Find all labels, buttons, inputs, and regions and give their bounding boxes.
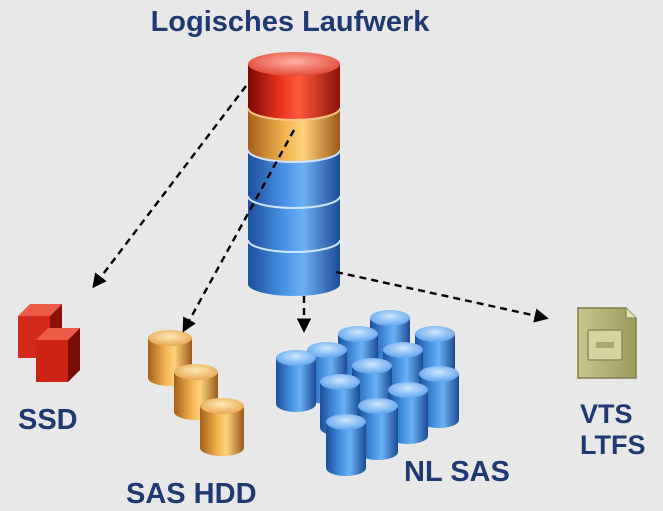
arrow-to-sas-hdd xyxy=(182,129,296,333)
diagram-title: Logisches Laufwerk xyxy=(150,6,430,38)
nl-sas-cylinder xyxy=(276,350,316,412)
arrow-to-tape xyxy=(335,270,549,323)
nl-sas-cylinder xyxy=(326,414,366,476)
sas-hdd-cylinders-icon xyxy=(148,330,244,456)
nl-sas-cylinder xyxy=(358,398,398,460)
logical-drive-stack-icon xyxy=(247,52,341,296)
arrow-to-ssd xyxy=(92,85,247,289)
vts-label: VTS xyxy=(580,399,633,429)
ltfs-label: LTFS xyxy=(580,430,646,460)
ssd-label: SSD xyxy=(18,404,78,436)
nl-sas-cylinder xyxy=(419,366,459,428)
nl-sas-cylinders-icon xyxy=(276,310,459,476)
nl-sas-label: NL SAS xyxy=(404,456,510,488)
dashed-arrow-icon xyxy=(92,85,549,333)
vts-ltfs-tape-icon xyxy=(577,307,637,379)
ssd-cubes-icon xyxy=(18,304,80,382)
sas-hdd-label: SAS HDD xyxy=(126,478,257,510)
